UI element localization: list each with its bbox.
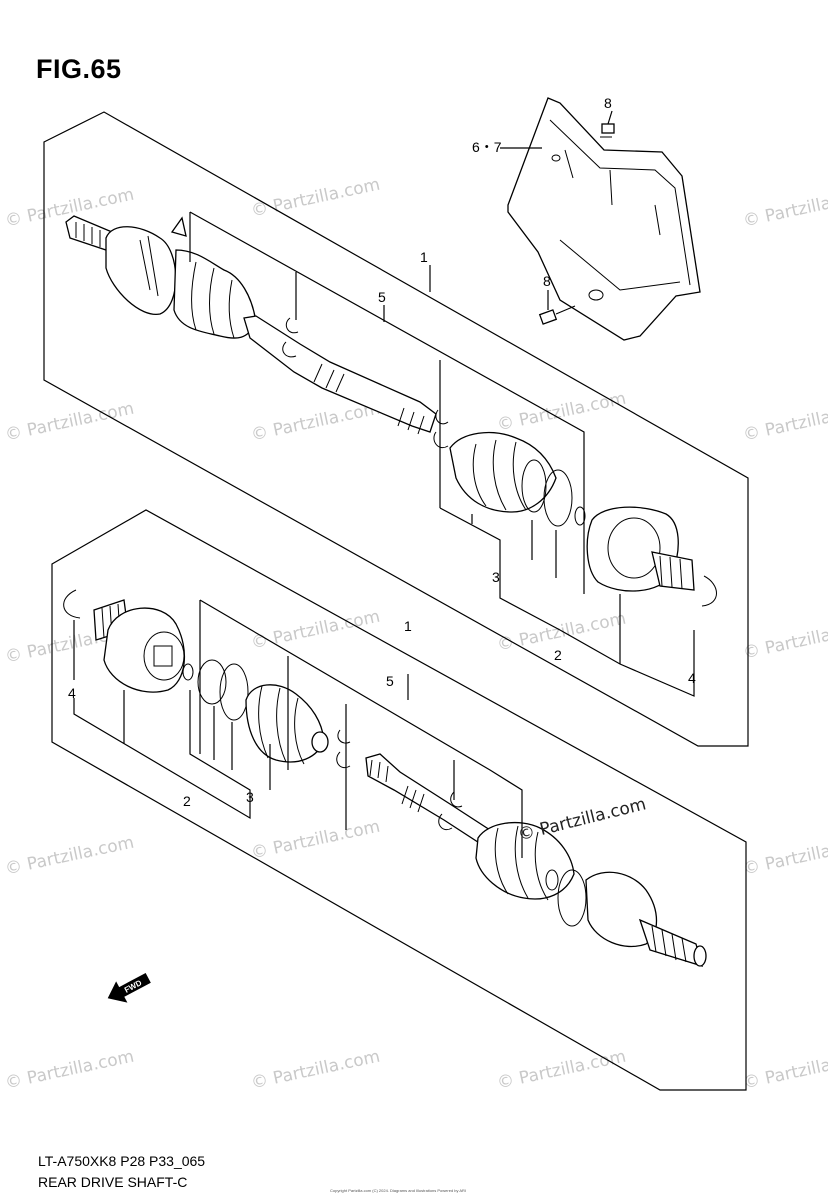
boot-band xyxy=(219,663,249,721)
bottom-outer-joint xyxy=(585,871,707,967)
callout-5: 5 xyxy=(386,673,394,689)
boot-band-clip xyxy=(285,317,299,334)
boot-band xyxy=(521,459,547,513)
callout-4: 4 xyxy=(688,670,696,686)
bottom-axle-shaft xyxy=(365,753,491,847)
callout-8-lower: 8 xyxy=(543,273,551,289)
boot-band-clip xyxy=(438,813,453,830)
bottom-boot-outer xyxy=(475,821,575,901)
bottom-inner-joint xyxy=(93,599,186,693)
top-axle-shaft xyxy=(243,315,437,435)
bolt-upper xyxy=(600,123,615,138)
callout-3: 3 xyxy=(246,789,254,805)
boot-band-clip xyxy=(450,791,463,808)
boot-band-clip xyxy=(435,409,449,425)
bottom-boot-inner xyxy=(245,684,329,765)
callout-1: 1 xyxy=(420,249,428,265)
top-boot-outer xyxy=(170,216,257,339)
callout-8-upper: 8 xyxy=(604,95,612,111)
model-code: LT-A750XK8 P28 P33_065 xyxy=(38,1153,206,1169)
callout-1: 1 xyxy=(404,618,412,634)
callout-5: 5 xyxy=(378,289,386,305)
top-boot-inner xyxy=(449,431,557,513)
figure-title: FIG.65 xyxy=(36,54,122,84)
callout-4: 4 xyxy=(68,685,76,701)
top-assembly: 1 5 3 2 4 6・7 8 8 xyxy=(43,95,749,747)
boot-band-clip xyxy=(337,729,351,744)
callout-2: 2 xyxy=(554,647,562,663)
leader-2-3-bottom xyxy=(73,698,251,820)
callout-2: 2 xyxy=(183,793,191,809)
boot-band-clip xyxy=(433,431,449,448)
leader-5 xyxy=(189,211,585,594)
leader-5-bottom xyxy=(199,599,523,858)
bolt-lower xyxy=(538,305,576,325)
bottom-assembly: 1 5 4 2 3 xyxy=(51,509,747,1091)
callout-3: 3 xyxy=(492,569,500,585)
circlip xyxy=(545,869,559,891)
top-frame xyxy=(43,111,749,747)
boot-band-clip xyxy=(282,341,297,358)
top-outer-joint xyxy=(65,215,177,315)
boot-band xyxy=(557,869,587,927)
rear-guard-bracket xyxy=(507,97,701,341)
circlip xyxy=(701,575,717,607)
circlip xyxy=(63,589,81,619)
callout-6-7: 6・7 xyxy=(472,139,502,155)
figure-name: REAR DRIVE SHAFT-C xyxy=(38,1174,188,1190)
boot-band xyxy=(543,469,573,527)
bottom-frame xyxy=(51,509,747,1091)
circlip xyxy=(182,663,194,681)
boot-band-clip xyxy=(336,751,351,768)
leader-2-4 xyxy=(439,507,695,697)
top-inner-joint xyxy=(586,506,695,592)
copyright-notice: Copyright Partzilla.com (C) 2024. Diagra… xyxy=(330,1188,467,1193)
circlip xyxy=(574,506,586,526)
boot-band xyxy=(197,659,227,705)
fwd-arrow-icon: FWD xyxy=(107,973,151,1003)
